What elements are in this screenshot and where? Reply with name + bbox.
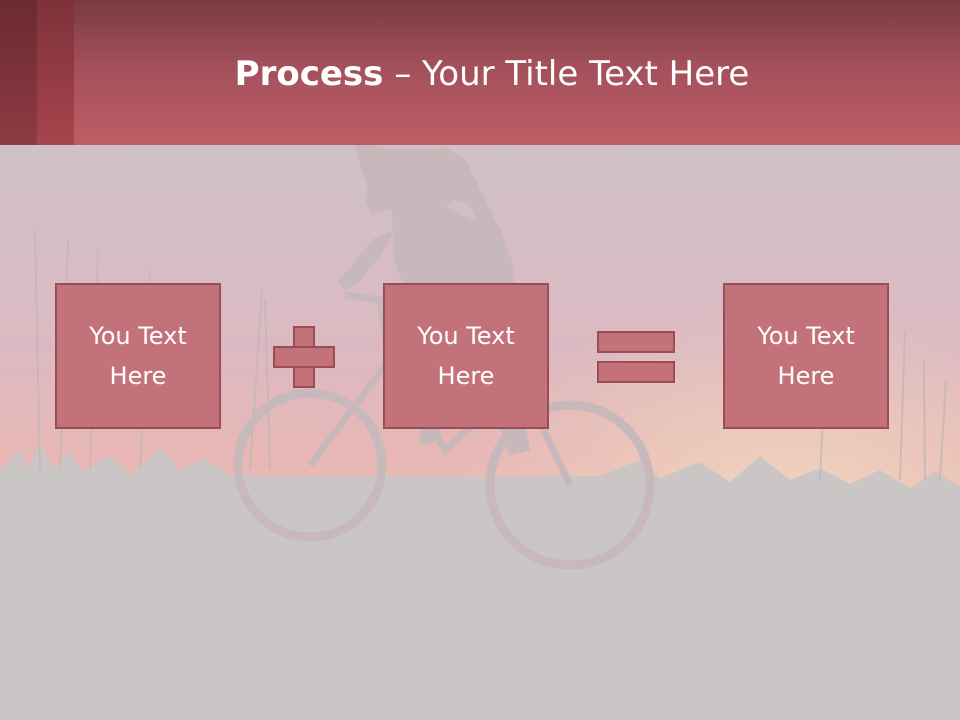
- equals-top-bar: [597, 331, 675, 353]
- process-box-1[interactable]: You Text Here: [55, 283, 221, 429]
- corner-accent-dark: [0, 0, 37, 145]
- equals-bottom-bar: [597, 361, 675, 383]
- slide-title[interactable]: Process – Your Title Text Here: [74, 48, 910, 100]
- box-3-line-2: Here: [777, 362, 835, 390]
- process-box-2[interactable]: You Text Here: [383, 283, 549, 429]
- box-1-line-2: Here: [109, 362, 167, 390]
- plus-center-fill: [295, 348, 313, 366]
- equals-icon: [597, 331, 675, 383]
- process-box-3[interactable]: You Text Here: [723, 283, 889, 429]
- box-1-line-1: You Text: [89, 322, 187, 350]
- box-2-line-1: You Text: [417, 322, 515, 350]
- plus-icon: [273, 326, 335, 388]
- title-bold-part: Process: [234, 54, 384, 94]
- corner-accent-mid: [37, 0, 74, 145]
- title-dash: –: [383, 54, 423, 94]
- box-3-line-1: You Text: [757, 322, 855, 350]
- title-rest: Your Title Text Here: [422, 54, 750, 94]
- title-bar: [0, 0, 960, 145]
- box-2-line-2: Here: [437, 362, 495, 390]
